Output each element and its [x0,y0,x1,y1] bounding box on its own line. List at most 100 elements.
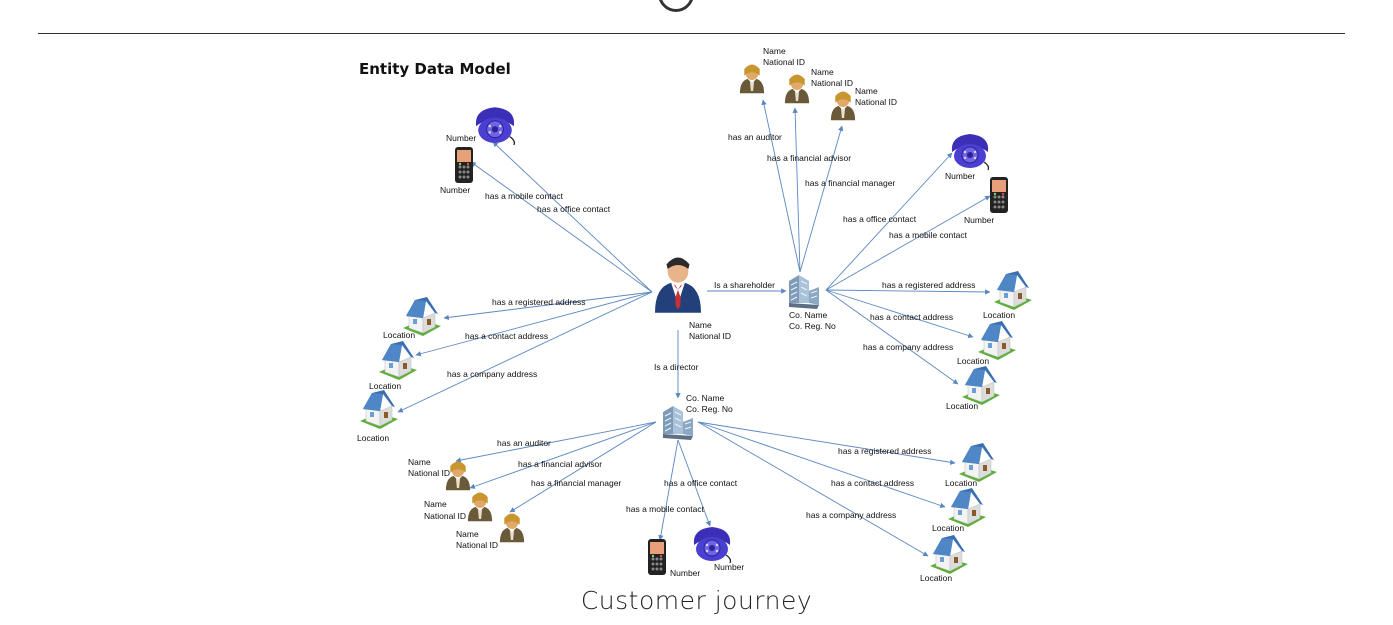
edge-label: has a mobile contact [626,504,705,514]
mobile-number-label: Number [440,185,470,195]
edge-cotop-mobile [825,195,991,291]
edge-label: has a registered address [492,297,586,307]
edge-person-contact-address [415,291,653,357]
edge-person-company-address [397,291,653,413]
contact-node-left: Number Number [440,106,516,195]
house-icon [993,270,1033,311]
edge-cotop-advisor [792,107,801,273]
edge-label: has a office contact [843,214,917,224]
house-icon [378,340,418,381]
edge-label: has a company address [806,510,896,520]
company-reg-label: Co. Reg. No [686,404,733,414]
house-icon [929,534,969,575]
edge-label: has a financial advisor [518,459,602,469]
edge-cotop-company-address [825,289,959,385]
location-label: Location [932,523,964,533]
officer-name-label: Name [763,46,786,56]
desk-phone-icon [475,106,516,146]
officer-name-label: Name [424,499,447,509]
edge-person-office [492,141,653,293]
person-node-main: Name National ID [655,257,731,341]
officer-icon [784,74,810,104]
officer-name-label: Name [811,67,834,77]
edge-cotop-office [825,152,953,291]
desk-phone-icon [951,133,990,171]
edge-label: has an auditor [497,438,551,448]
edge-cobot-office [677,439,711,527]
edge-label: Is a director [654,362,699,372]
company-name-label: Co. Name [686,393,725,403]
phone-number-label: Number [446,133,476,143]
location-nodes-top-right: Location Location Location [946,270,1033,411]
mobile-number-label: Number [670,568,700,578]
officer-name-label: Name [855,86,878,96]
edge-label: has a office contact [537,204,611,214]
officer-icon [739,64,765,94]
officer-nodes-top: Name National ID Name National ID Name N… [739,46,897,121]
edge-label: has a registered address [882,280,976,290]
edge-cobot-contact-address [697,421,946,508]
edge-person-mobile [470,161,653,293]
edge-label: has a financial manager [531,478,621,488]
company-node-bottom: Co. Name Co. Reg. No [662,393,733,441]
location-label: Location [357,433,389,443]
caption: Customer journey [580,586,813,615]
phone-number-label: Number [945,171,975,181]
edge-label: has a registered address [838,446,932,456]
officer-icon [830,91,856,121]
company-node-top: Co. Name Co. Reg. No [788,274,836,331]
mobile-phone-icon [990,177,1008,213]
officer-id-label: National ID [424,511,466,521]
edge-label: has a mobile contact [889,230,968,240]
location-label: Location [383,330,415,340]
node-id-label: National ID [689,331,731,341]
edge-cobot-mobile [658,439,679,541]
officer-icon [499,513,525,543]
company-name-label: Co. Name [789,310,828,320]
edge-cobot-manager [509,421,657,513]
location-nodes-left: Location Location Location [357,296,442,443]
edge-label: has a mobile contact [485,191,564,201]
edge-label: has a company address [447,369,537,379]
company-reg-label: Co. Reg. No [789,321,836,331]
edge-label: has a contact address [870,312,953,322]
location-label: Location [945,478,977,488]
mobile-phone-icon [648,539,666,575]
edge-label: has a office contact [664,478,738,488]
diagram-edges [397,99,991,557]
location-label: Location [983,310,1015,320]
diagram-title: Entity Data Model [359,60,511,78]
officer-id-label: National ID [855,97,897,107]
mobile-number-label: Number [964,215,994,225]
edge-cotop-manager [799,125,844,273]
building-icon [788,274,820,310]
edge-label: has an auditor [728,132,782,142]
house-icon [947,487,987,528]
desk-phone-icon [693,526,732,564]
edge-cobot-company-address [697,421,929,557]
edge-cotop-registered [825,289,991,295]
location-nodes-bottom-right: Location Location Location [920,442,998,583]
officer-id-label: National ID [456,540,498,550]
officer-name-label: Name [456,529,479,539]
officer-name-label: Name [408,457,431,467]
location-label: Location [946,401,978,411]
house-icon [359,389,399,430]
edge-label: Is a shareholder [714,280,775,290]
edge-label: has a company address [863,342,953,352]
officer-id-label: National ID [408,468,450,478]
person-icon [655,257,701,313]
house-icon [977,320,1017,361]
phone-number-label: Number [714,562,744,572]
edge-label: has a contact address [831,478,914,488]
contact-node-bottom: Number Number [648,526,744,578]
house-icon [958,442,998,483]
edge-cobot-auditor [455,421,657,463]
officer-id-label: National ID [811,78,853,88]
edge-label: has a financial manager [805,178,895,188]
node-name-label: Name [689,320,712,330]
edge-cobot-advisor [469,421,657,489]
location-label: Location [920,573,952,583]
location-label: Location [369,381,401,391]
edge-cotop-contact-address [825,289,974,339]
